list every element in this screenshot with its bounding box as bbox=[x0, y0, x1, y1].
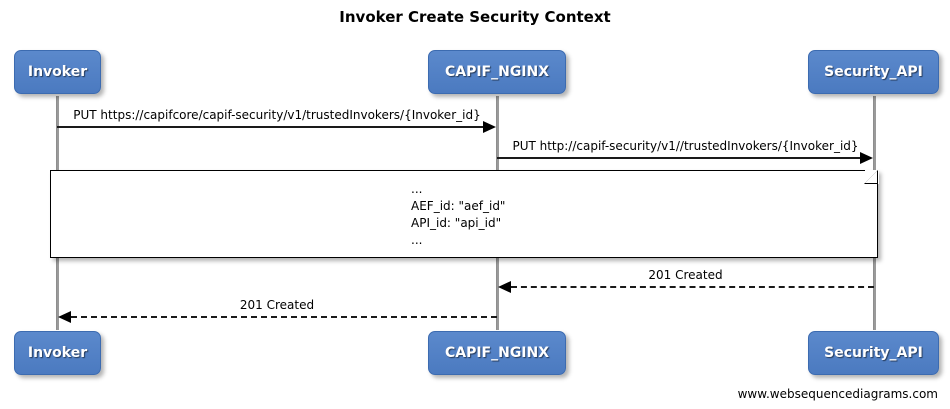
message-line-1 bbox=[57, 126, 483, 128]
participant-label: Security_API bbox=[824, 64, 923, 80]
message-label-3: 201 Created bbox=[648, 268, 723, 282]
participant-invoker-top[interactable]: Invoker bbox=[14, 50, 101, 94]
message-label-1: PUT https://capifcore/capif-security/v1/… bbox=[73, 108, 481, 122]
participant-security-api-top[interactable]: Security_API bbox=[808, 50, 939, 94]
note-text: ... AEF_id: "aef_id" API_id: "api_id" ..… bbox=[411, 182, 506, 247]
arrow-head-left-icon bbox=[58, 311, 71, 323]
message-label-4: 201 Created bbox=[239, 298, 315, 312]
arrow-head-left-icon bbox=[498, 281, 511, 293]
participant-label: Security_API bbox=[824, 345, 923, 361]
note-fold-inner bbox=[865, 171, 877, 183]
participant-label: CAPIF_NGINX bbox=[444, 345, 550, 361]
participant-capif-nginx-bottom[interactable]: CAPIF_NGINX bbox=[428, 331, 566, 375]
participant-label: CAPIF_NGINX bbox=[444, 64, 550, 80]
message-line-2 bbox=[497, 157, 860, 159]
footer-watermark: www.websequencediagrams.com bbox=[737, 387, 938, 401]
participant-security-api-bottom[interactable]: Security_API bbox=[808, 331, 939, 375]
page-title: Invoker Create Security Context bbox=[339, 8, 611, 26]
message-line-3 bbox=[511, 286, 874, 288]
message-line-4 bbox=[71, 316, 497, 318]
participant-capif-nginx-top[interactable]: CAPIF_NGINX bbox=[428, 50, 566, 94]
note-box: ... AEF_id: "aef_id" API_id: "api_id" ..… bbox=[50, 170, 878, 258]
arrow-head-right-icon bbox=[483, 121, 496, 133]
message-label-2: PUT http://capif-security/v1//trustedInv… bbox=[512, 139, 859, 153]
participant-invoker-bottom[interactable]: Invoker bbox=[14, 331, 101, 375]
participant-label: Invoker bbox=[27, 64, 88, 80]
arrow-head-right-icon bbox=[860, 152, 873, 164]
participant-label: Invoker bbox=[27, 345, 88, 361]
